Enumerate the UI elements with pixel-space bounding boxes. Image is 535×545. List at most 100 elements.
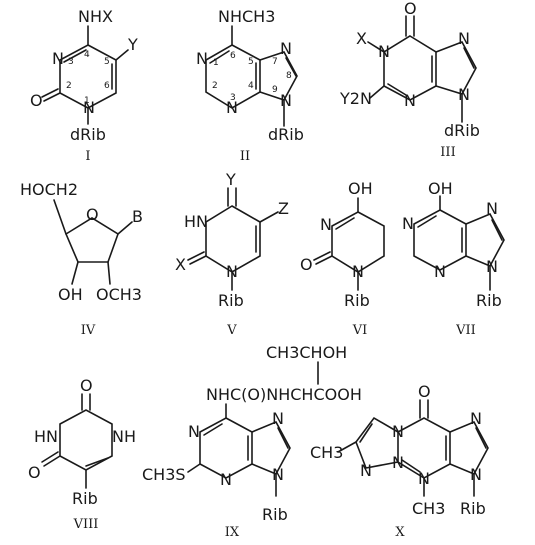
atom-VII-n9: N (486, 257, 498, 276)
ring-III-five (435, 41, 477, 95)
num-II-1: 1 (213, 58, 219, 68)
atom-X-n-mid: N (392, 453, 404, 472)
atom-IX-n9: N (272, 465, 284, 484)
atom-III-x: X (356, 29, 367, 48)
atom-III-sugar: dRib (444, 121, 480, 140)
num-II-2: 2 (212, 81, 218, 91)
num-II-3: 3 (230, 93, 236, 103)
structure-IX: CH3CHOH NHC(O)NHCHCOOH N N N N CH3S Rib … (142, 343, 362, 540)
label-I: I (85, 149, 90, 164)
atom-IV-o: O (86, 205, 99, 224)
atom-X-n7: N (470, 409, 482, 428)
ring-IX-six (199, 417, 253, 479)
num-II-9: 9 (272, 85, 278, 95)
num-II-6: 6 (230, 51, 236, 61)
atom-I-o: O (30, 91, 43, 110)
atom-V-y: Y (225, 170, 236, 189)
atom-X-n4: N (418, 469, 430, 488)
structure-VI: OH N O N Rib VI (300, 179, 385, 338)
atom-I-sugar: dRib (70, 125, 106, 144)
atom-III-n7: N (458, 29, 470, 48)
ring-II-five (259, 51, 298, 101)
atom-X-o: O (418, 382, 431, 401)
num-I-5: 5 (104, 57, 110, 67)
atom-VII-n7: N (486, 199, 498, 218)
atom-II-n9: N (280, 91, 292, 110)
atom-IV-b: B (132, 207, 143, 226)
atom-I-n1: N (83, 98, 95, 117)
structure-II: NHCH3 N N N N dRib 1 2 3 4 5 6 7 8 9 II (196, 7, 304, 164)
structure-III: O X N Y2N N N N dRib III (339, 0, 480, 160)
ring-VIII (59, 409, 113, 471)
atom-VI-o: O (300, 255, 313, 274)
atom-II-n3: N (226, 98, 238, 117)
atom-V-hn: HN (184, 212, 208, 231)
atom-I-n3: N (52, 49, 64, 68)
atom-VII-n1: N (402, 214, 414, 233)
label-X: X (395, 525, 405, 540)
atom-X-n9: N (470, 465, 482, 484)
atom-IX-side-chain-top: CH3CHOH (266, 343, 347, 362)
atom-IX-n1: N (188, 422, 200, 441)
label-III: III (440, 145, 455, 160)
ring-IV (64, 217, 119, 263)
atom-IV-hoch2: HOCH2 (20, 180, 78, 199)
atom-V-x: X (175, 255, 186, 274)
atom-III-n1: N (378, 42, 390, 61)
label-VI: VI (352, 323, 368, 338)
atom-IX-side-chain: NHC(O)NHCHCOOH (206, 385, 362, 404)
atom-VI-n1: N (352, 262, 364, 281)
structure-IV: HOCH2 O B OH OCH3 IV (20, 180, 143, 338)
atom-III-n9: N (458, 85, 470, 104)
ring-X-five-right (449, 420, 489, 476)
atom-IX-n7: N (272, 409, 284, 428)
atom-IV-och3: OCH3 (96, 285, 142, 304)
atom-VIII-sugar: Rib (72, 489, 98, 508)
structure-X: O N N N N N N CH3 CH3 Rib X (310, 382, 489, 540)
atom-X-ch3-n: CH3 (412, 499, 445, 518)
label-IV: IV (81, 323, 96, 338)
atom-II-n1: N (196, 49, 208, 68)
atom-VI-sugar: Rib (344, 291, 370, 310)
atom-IX-n3: N (220, 470, 232, 489)
atom-X-n-bridge: N (392, 422, 404, 441)
label-II: II (240, 149, 250, 164)
atom-VIII-o-bottom: O (28, 463, 41, 482)
atom-I-top: NHX (78, 7, 113, 26)
atom-VII-oh: OH (428, 179, 453, 198)
num-I-1: 1 (84, 96, 90, 106)
ring-VII-six (413, 209, 467, 271)
label-VII: VII (455, 323, 476, 338)
atom-V-sugar: Rib (218, 291, 244, 310)
num-I-4: 4 (84, 50, 90, 60)
atom-IX-ch3s: CH3S (142, 465, 186, 484)
atom-VIII-o-top: O (80, 376, 93, 395)
atom-VIII-hn: HN (34, 427, 58, 446)
atom-X-sugar: Rib (460, 499, 486, 518)
num-II-5: 5 (248, 57, 254, 67)
structure-VIII: O HN NH O Rib VIII (28, 376, 136, 532)
ring-IX-five (251, 420, 291, 476)
atom-VI-n: N (320, 215, 332, 234)
atom-III-y2n: Y2N (339, 89, 372, 108)
atom-IX-sugar: Rib (262, 505, 288, 524)
atom-I-y: Y (127, 35, 138, 54)
ring-VII-five (465, 212, 505, 268)
num-I-6: 6 (104, 81, 110, 91)
atom-II-top: NHCH3 (218, 7, 275, 26)
atom-VII-sugar: Rib (476, 291, 502, 310)
atom-VII-n3: N (434, 262, 446, 281)
atom-V-z: Z (278, 199, 289, 218)
num-I-2: 2 (66, 81, 72, 91)
atom-II-n7: N (280, 39, 292, 58)
label-V: V (226, 323, 237, 338)
atom-X-ch3-left: CH3 (310, 443, 343, 462)
atom-V-n1: N (226, 262, 238, 281)
atom-II-sugar: dRib (268, 125, 304, 144)
structure-I: NHX Y N N O dRib 1 2 3 4 5 6 I (30, 7, 138, 164)
atom-IV-oh: OH (58, 285, 83, 304)
atom-X-n-left: N (360, 461, 372, 480)
atom-VIII-nh: NH (112, 427, 136, 446)
structure-V: Y Z HN X N Rib V (175, 170, 289, 338)
